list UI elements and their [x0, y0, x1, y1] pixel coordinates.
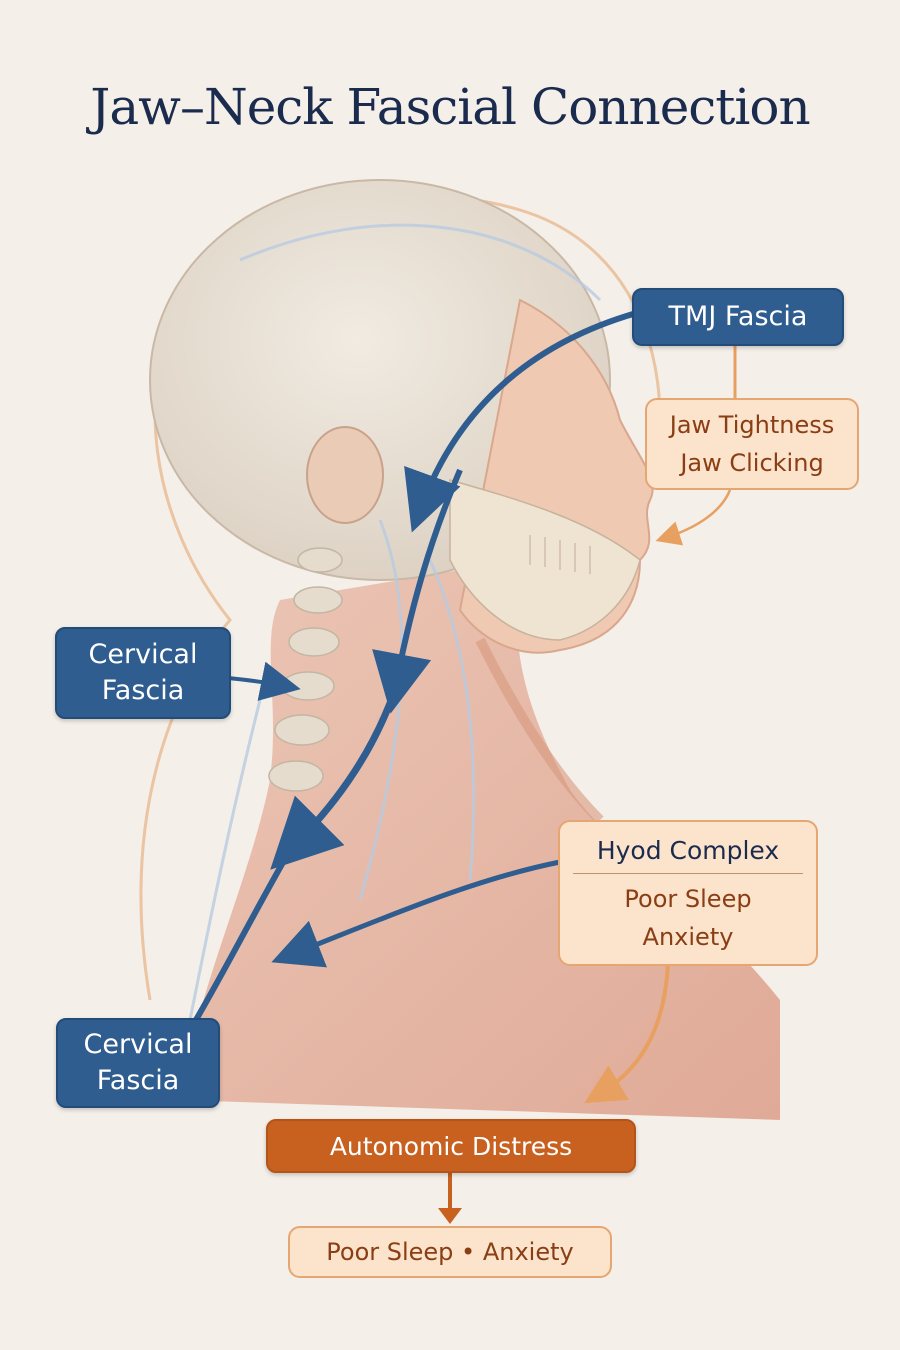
autonomic-distress-box: Autonomic Distress	[266, 1119, 636, 1173]
cervical-fascia-upper-line2: Fascia	[101, 675, 185, 706]
jaw-symptom-tightness: Jaw Tightness	[669, 411, 835, 439]
tmj-fascia-text: TMJ Fascia	[668, 301, 808, 332]
tmj-fascia-label: TMJ Fascia	[632, 288, 844, 346]
outcome-box: Poor Sleep • Anxiety	[288, 1226, 612, 1278]
hyoid-complex-box: Hyod Complex Poor Sleep Anxiety	[558, 820, 818, 966]
hyoid-complex-title: Hyod Complex	[596, 835, 780, 865]
cervical-fascia-lower-line1: Cervical	[83, 1029, 193, 1060]
jaw-symptoms-box: Jaw Tightness Jaw Clicking	[645, 398, 859, 490]
hyoid-symptom-sleep: Poor Sleep	[624, 884, 752, 913]
autonomic-distress-text: Autonomic Distress	[329, 1131, 573, 1161]
cervical-fascia-upper-label: Cervical Fascia	[55, 627, 231, 719]
cervical-fascia-lower-label: Cervical Fascia	[56, 1018, 220, 1108]
page-title: Jaw–Neck Fascial Connection	[90, 78, 810, 136]
outcome-text: Poor Sleep • Anxiety	[326, 1238, 574, 1266]
cervical-fascia-upper-line1: Cervical	[88, 639, 198, 670]
cervical-fascia-lower-line2: Fascia	[96, 1065, 180, 1096]
hyoid-divider	[573, 872, 803, 874]
hyoid-symptom-anxiety: Anxiety	[642, 922, 734, 951]
jaw-symptom-clicking: Jaw Clicking	[680, 449, 824, 477]
